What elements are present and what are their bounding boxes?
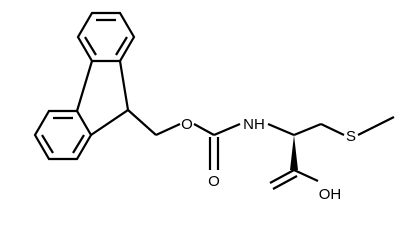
bottom-ring-double-bond-2 (72, 134, 85, 154)
amide-nitrogen-label: NH (243, 116, 265, 133)
bottom-ring-double-bond-3 (41, 134, 54, 154)
biaryl-bond (75, 60, 94, 112)
hydroxyl-label: OH (319, 186, 342, 203)
atom-labels: O NH S O OH (181, 116, 356, 203)
carbamate-linker (127, 109, 241, 170)
sulfur-label: S (346, 128, 356, 145)
carboxyl-double-bond-1 (269, 169, 295, 184)
n-alpha-carbon-bond (267, 122, 295, 137)
c9-ch2-bond (127, 109, 157, 136)
o-carbonyl-bond (193, 123, 215, 136)
sulfur-methyl-bond (357, 116, 395, 136)
carboxyl-double-bond-2 (272, 175, 298, 190)
beta-sulfur-bond (320, 123, 345, 136)
top-benzene-ring (76, 11, 136, 63)
five-membered-ring (75, 60, 130, 136)
carbonyl-oxygen-label: O (208, 173, 220, 190)
chemical-structure: O NH S O OH (33, 11, 395, 203)
carbonyl-n-bond (213, 122, 241, 137)
amino-acid-backbone (267, 116, 395, 190)
alpha-beta-bond (293, 122, 322, 137)
bottom-benzene-ring (33, 109, 93, 161)
ester-oxygen-label: O (181, 116, 193, 133)
top-ring-double-bond-3 (84, 36, 97, 56)
c9-bottom-bond (90, 109, 129, 136)
stereo-wedge-bond (290, 135, 298, 170)
top-ring-double-bond-2 (115, 36, 128, 56)
carboxyl-oh-bond (293, 169, 319, 182)
molecule-drawing: O NH S O OH (33, 11, 395, 203)
ch2-o-bond (155, 123, 181, 136)
c9-top-bond (118, 60, 130, 111)
